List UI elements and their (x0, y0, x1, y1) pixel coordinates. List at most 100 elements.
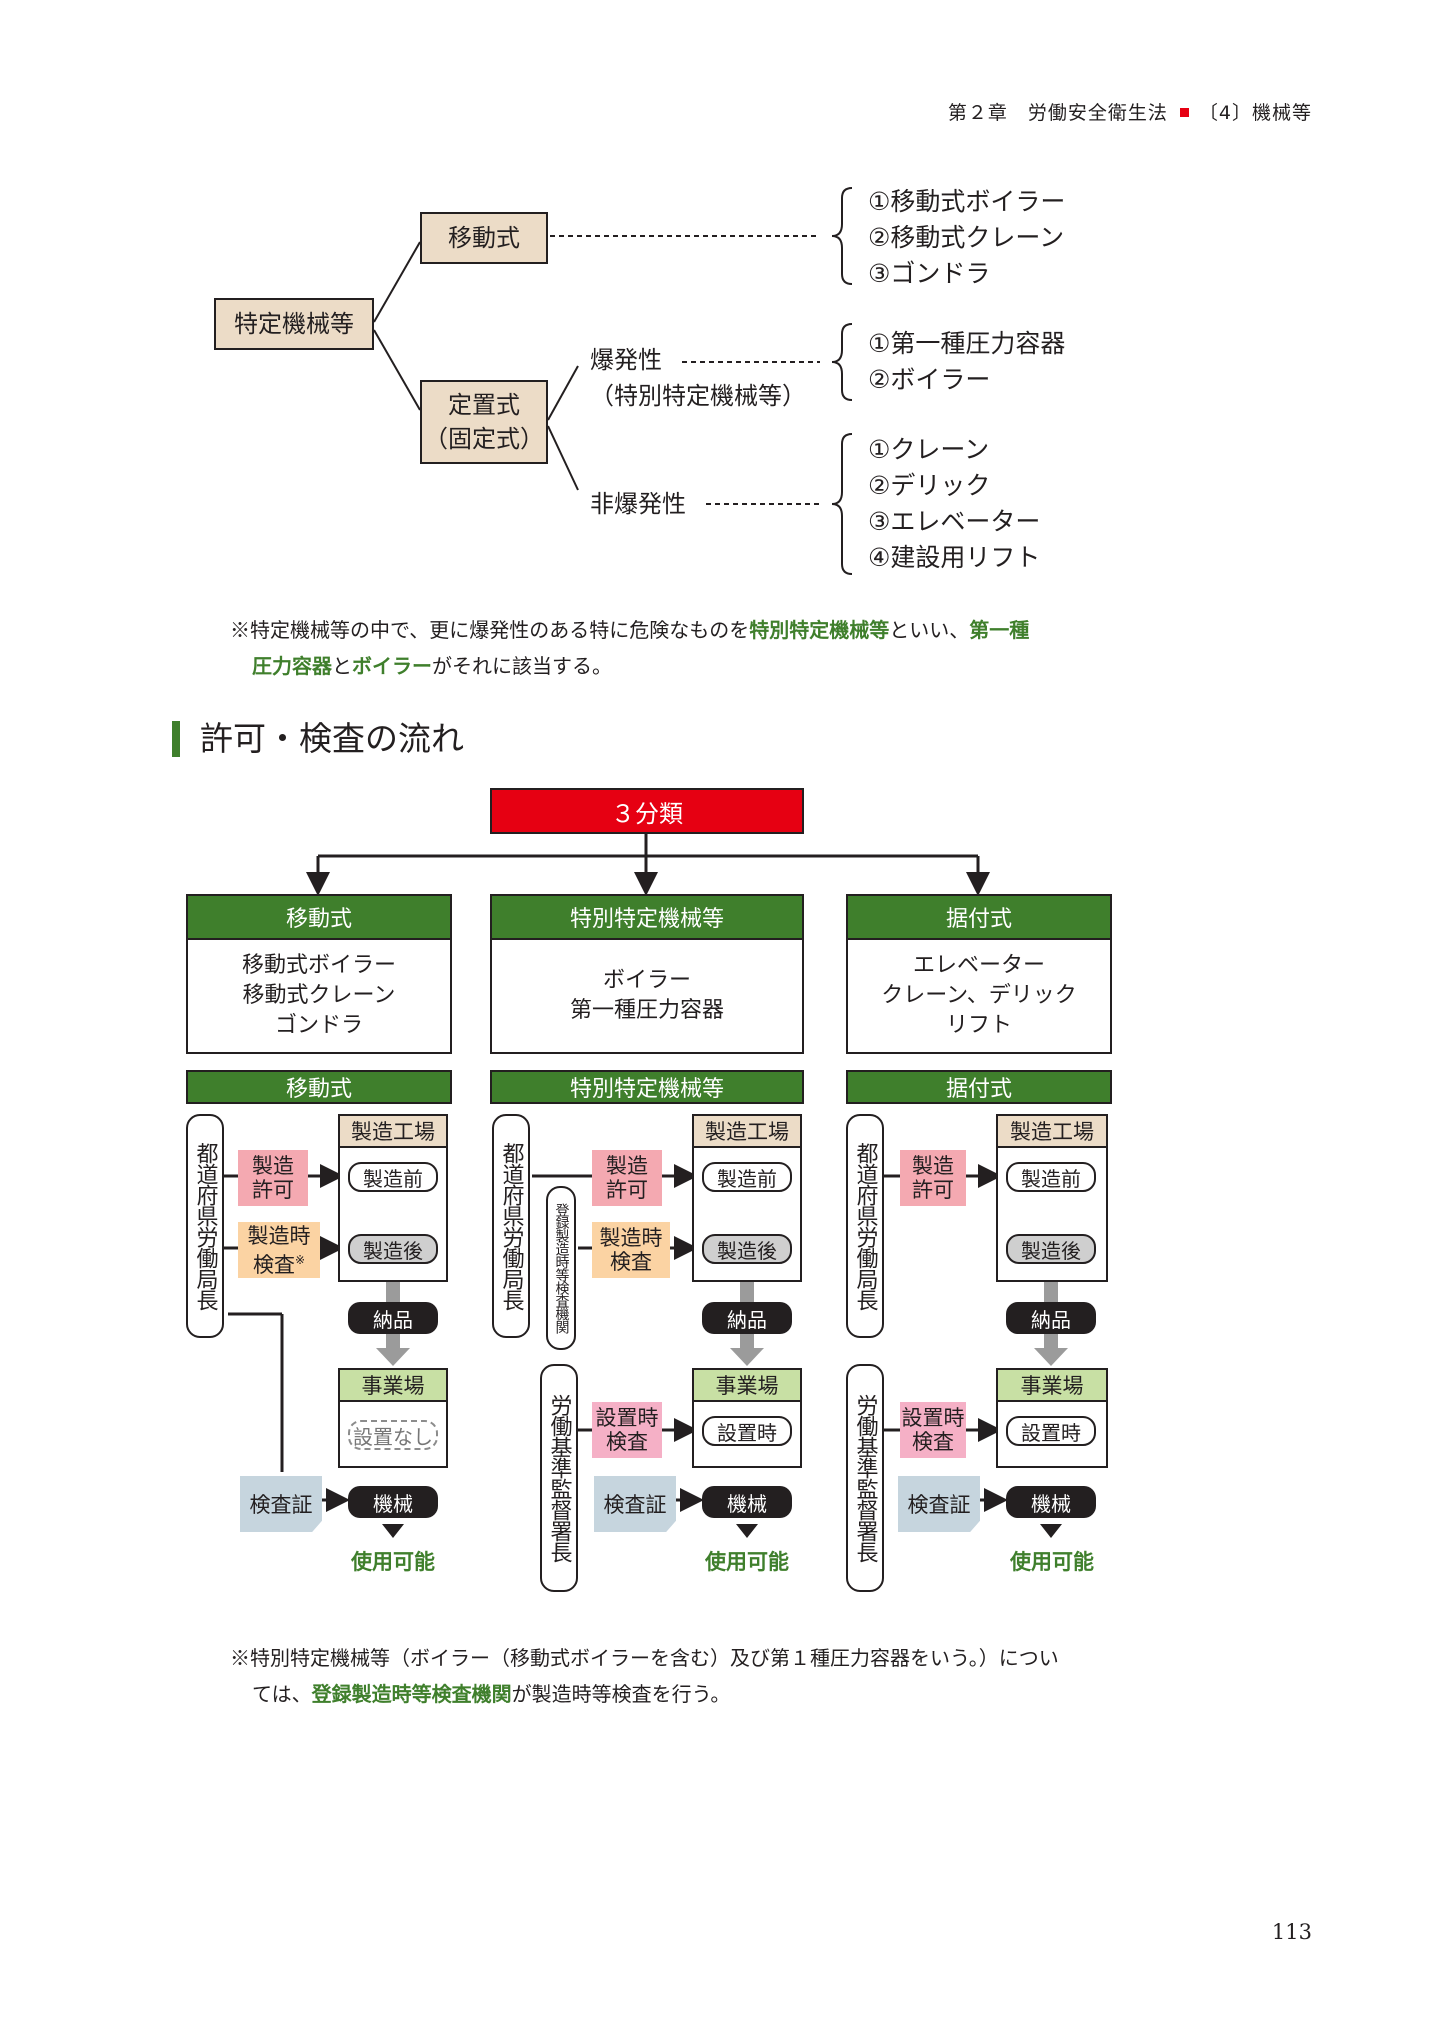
note-text: がそれに該当する。 (432, 654, 612, 678)
delivery-badge: 納品 (1006, 1302, 1096, 1334)
list-item: ②移動式クレーン (868, 223, 1065, 252)
group-item: クレーン、デリック (881, 983, 1077, 1008)
install-label-1: 設置時 (595, 1406, 659, 1430)
labor-standards-office-chief: 労働基準監督署長 (540, 1364, 578, 1592)
list-item: ④建設用リフト (868, 543, 1041, 572)
section-heading: 許可・検査の流れ (172, 718, 464, 760)
note-text: ※特別特定機械等（ボイラー（移動式ボイラーを含む）及び第１種圧力容器をいう。）に… (230, 1646, 1059, 1670)
group-item: ボイラー (602, 968, 691, 993)
tree-nonexplosive-label: 非爆発性 (590, 490, 686, 518)
manufacturing-permit-box: 製造許可 (900, 1150, 966, 1206)
inspection-label-1: 製造時 (247, 1223, 311, 1248)
installation-inspection-box: 設置時検査 (592, 1402, 662, 1458)
tree-root-label: 特定機械等 (234, 310, 354, 338)
tree-fixed-box: 定置式 （固定式） (420, 380, 548, 464)
install-label-2: 検査 (606, 1430, 648, 1454)
note-text: といい、 (889, 618, 970, 642)
list-item: ③エレベーター (868, 507, 1041, 536)
tree-fixed-sub-label: （固定式） (424, 425, 544, 453)
manufacturing-permit-box: 製造許可 (238, 1150, 308, 1206)
inspection-label-1: 製造時 (599, 1226, 663, 1250)
band-label: 特別特定機械等 (569, 1077, 724, 1102)
registered-inspection-body: 登録製造時等検査機関 (546, 1186, 576, 1350)
band-special: 特別特定機械等 (490, 1070, 804, 1104)
inspection-label-2: 検査 (252, 1252, 295, 1277)
group-head-label: 移動式 (285, 907, 352, 932)
tree-mobile-label: 移動式 (448, 224, 520, 252)
group-head-label: 据付式 (945, 907, 1012, 932)
factory-title: 製造工場 (694, 1116, 800, 1148)
band-label: 移動式 (285, 1077, 352, 1102)
group-head-installed: 据付式 (846, 894, 1112, 940)
group-item: 第一種圧力容器 (569, 998, 724, 1023)
permit-label-2: 許可 (912, 1178, 954, 1202)
install-label-2: 検査 (912, 1430, 954, 1454)
band-label: 据付式 (945, 1077, 1012, 1102)
inspection-certificate: 検査証 (594, 1476, 676, 1532)
machine-badge: 機械 (1006, 1486, 1096, 1518)
manufacturing-inspection-box: 製造時検査※ (238, 1222, 320, 1278)
group-item: エレベーター (912, 953, 1045, 978)
permit-label-1: 製造 (606, 1154, 648, 1178)
note-highlight: ボイラー (352, 654, 432, 678)
note-paragraph-1: ※特定機械等の中で、更に爆発性のある特に危険なものを特別特定機械等といい、第一種… (230, 612, 1130, 684)
list-item: ①クレーン (868, 435, 990, 464)
prefectural-labor-director: 都道府県労働局長 (492, 1114, 530, 1338)
list-item: ①第一種圧力容器 (868, 329, 1066, 358)
usable-label: 使用可能 (1010, 1550, 1094, 1574)
group-head-special: 特別特定機械等 (490, 894, 804, 940)
after-manufacture-pill: 製造後 (1006, 1234, 1096, 1264)
note-mark: ※ (294, 1252, 306, 1267)
tree-fixed-label: 定置式 (448, 391, 520, 419)
inspection-label-2: 検査 (610, 1250, 652, 1274)
three-category-label: ３分類 (611, 799, 683, 828)
tree-explosive-line2: （特別特定機械等） (590, 382, 806, 410)
group-body-installed: エレベータークレーン、デリックリフト (846, 940, 1112, 1054)
running-header: 第２章 労働安全衛生法〔4〕機械等 (948, 98, 1312, 125)
tree-connectors (373, 187, 853, 575)
group-item: 移動式クレーン (242, 983, 396, 1008)
note-highlight: 登録製造時等検査機関 (311, 1682, 512, 1706)
permit-label-1: 製造 (912, 1154, 954, 1178)
before-manufacture-pill: 製造前 (1006, 1162, 1096, 1192)
section-title-header: 〔4〕機械等 (1198, 102, 1312, 124)
labor-standards-office-chief: 労働基準監督署長 (846, 1364, 884, 1592)
square-bullet-icon (1179, 108, 1189, 117)
list-item: ③ゴンドラ (868, 259, 991, 288)
machine-badge: 機械 (702, 1486, 792, 1518)
list-item: ②デリック (868, 471, 991, 500)
note-paragraph-2: ※特別特定機械等（ボイラー（移動式ボイラーを含む）及び第１種圧力容器をいう。）に… (230, 1640, 1170, 1712)
installation-inspection-box: 設置時検査 (900, 1402, 966, 1458)
delivery-badge: 納品 (348, 1302, 438, 1334)
heading-bar (172, 721, 180, 757)
three-category-box: ３分類 (490, 788, 804, 834)
at-installation-pill: 設置時 (702, 1416, 792, 1446)
before-manufacture-pill: 製造前 (348, 1162, 438, 1192)
list-item: ②ボイラー (868, 365, 991, 394)
prefectural-labor-director: 都道府県労働局長 (846, 1114, 884, 1338)
inspection-certificate: 検査証 (240, 1476, 322, 1532)
group-head-label: 特別特定機械等 (569, 907, 724, 932)
page-number: 113 (1271, 1920, 1312, 1944)
workplace-title: 事業場 (998, 1370, 1106, 1402)
before-manufacture-pill: 製造前 (702, 1162, 792, 1192)
usable-label: 使用可能 (705, 1550, 789, 1574)
mobile-item-list: ①移動式ボイラー ②移動式クレーン ③ゴンドラ (868, 184, 1065, 292)
note-highlight: 特別特定機械等 (749, 618, 890, 642)
after-manufacture-pill: 製造後 (348, 1234, 438, 1264)
list-item: ①移動式ボイラー (868, 187, 1066, 216)
note-highlight: 第一種 (969, 618, 1030, 642)
note-text: ては、 (252, 1682, 312, 1706)
group-item: ゴンドラ (274, 1013, 363, 1038)
workplace-title: 事業場 (340, 1370, 446, 1402)
group-body-special: ボイラー第一種圧力容器 (490, 940, 804, 1054)
note-text: が製造時等検査を行う。 (511, 1682, 731, 1706)
manufacturing-inspection-box: 製造時検査 (592, 1222, 670, 1278)
note-text: と (332, 654, 352, 678)
tree-explosive-label: 爆発性 （特別特定機械等） (590, 342, 806, 414)
group-item: 移動式ボイラー (241, 953, 396, 978)
factory-title: 製造工場 (998, 1116, 1106, 1148)
manufacturing-permit-box: 製造許可 (592, 1150, 662, 1206)
machine-badge: 機械 (348, 1486, 438, 1518)
after-manufacture-pill: 製造後 (702, 1234, 792, 1264)
